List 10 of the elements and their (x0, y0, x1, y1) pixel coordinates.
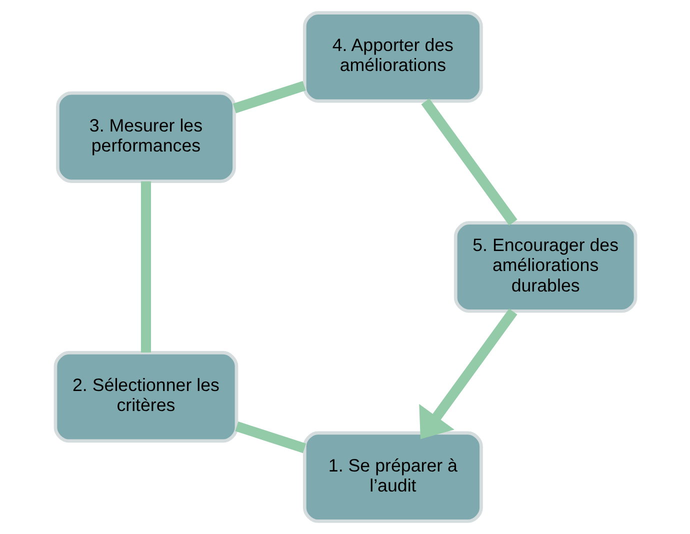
node-box: 3. Mesurer les performances (56, 91, 236, 183)
connector (140, 181, 151, 352)
node-box: 5. Encourager des améliorations durables (453, 221, 637, 313)
connector (232, 80, 306, 114)
node-box: 4. Apporter des améliorations (302, 11, 482, 103)
node-box: 1. Se préparer à l’audit (302, 431, 482, 523)
arrow (418, 308, 517, 440)
connector (420, 98, 517, 226)
node-box: 2. Sélectionner les critères (53, 351, 238, 443)
connector (234, 422, 306, 454)
